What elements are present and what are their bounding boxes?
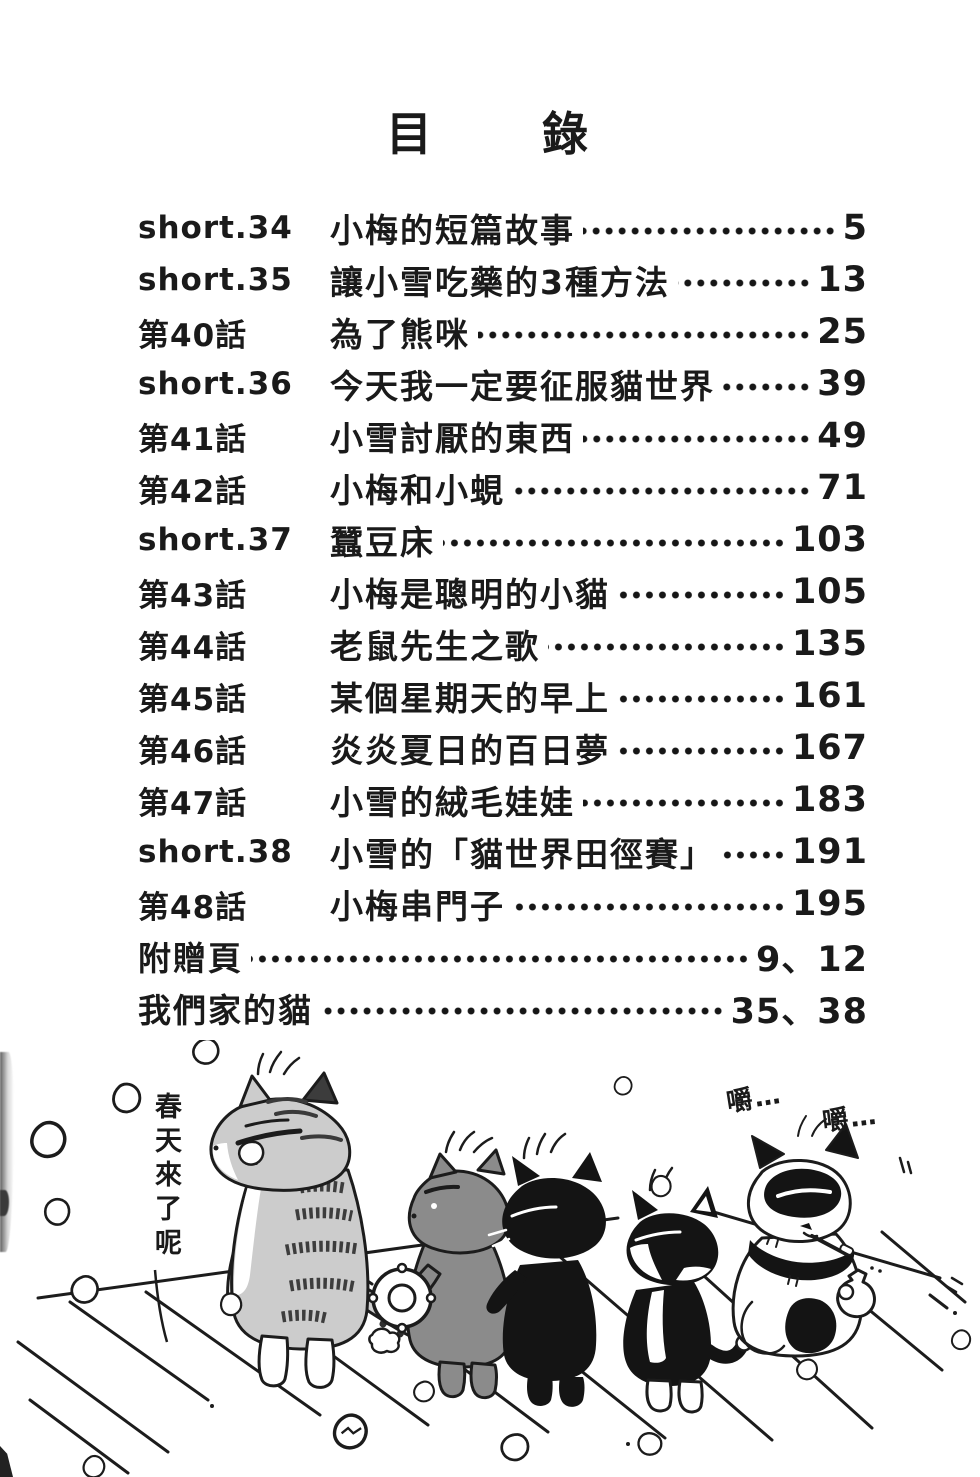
toc-entry-title: 小梅的短篇故事	[330, 211, 575, 250]
toc-entry-title: 小雪討厭的東西	[330, 419, 575, 458]
toc-entry-page-number: 183	[791, 780, 868, 820]
toc-entry: 第47話 小雪的絨毛娃娃 183	[138, 774, 868, 826]
toc-entry-page-number: 135	[791, 624, 868, 664]
toc-entry: short.38 小雪的「貓世界田徑賽」 191	[138, 826, 868, 878]
toc-entry-title: 為了熊咪	[330, 315, 470, 354]
toc-entry: 第44話 老鼠先生之歌 135	[138, 618, 868, 670]
toc-entry-label: short.37	[138, 522, 293, 558]
toc-entry-label: short.35	[138, 262, 293, 298]
toc-entry: 第45話 某個星期天的早上 161	[138, 670, 868, 722]
black-cat	[486, 1132, 606, 1407]
dot-leader	[513, 901, 786, 913]
toc-entry-title: 我們家的貓	[138, 991, 313, 1030]
toc-entry-title: 小梅和小蜆	[330, 471, 505, 510]
toc-entry: 第40話 為了熊咪 25	[138, 306, 868, 358]
toc-entry-page-number: 167	[791, 728, 868, 768]
dot-leader	[443, 537, 786, 549]
toc-entry-page-number: 9、12	[755, 939, 868, 980]
speech-text-spring: 春天來了呢	[150, 1092, 181, 1262]
cats-on-deck-drawing	[16, 1040, 972, 1477]
dot-leader	[251, 953, 750, 965]
dot-leader	[723, 381, 812, 393]
dot-leader	[548, 641, 786, 653]
toc-entry-page-number: 105	[791, 572, 868, 612]
toc-entry-page-number: 191	[791, 832, 868, 872]
toc-entry: 附贈頁 9、12	[138, 930, 868, 982]
toc-entry: 第48話 小梅串門子 195	[138, 878, 868, 930]
toc-entry: 第42話 小梅和小蜆 71	[138, 462, 868, 514]
toc-entry-label: 第46話	[138, 733, 248, 770]
toc-entry: 第41話 小雪討厭的東西 49	[138, 410, 868, 462]
toc-entry-label: 第40話	[138, 317, 248, 354]
toc-entry-label: 第48話	[138, 889, 248, 926]
panda-cat	[731, 1115, 964, 1358]
scan-artifact-blob	[0, 1190, 9, 1216]
speech-dash	[153, 1269, 169, 1343]
dot-leader	[583, 225, 837, 237]
toc-entry-page-number: 71	[817, 468, 868, 508]
toc-entry-page-number: 103	[791, 520, 868, 560]
toc-entry-label: 第45話	[138, 681, 248, 718]
toc-entry-page-number: 35、38	[730, 991, 868, 1032]
toc-entry-label: 第43話	[138, 577, 248, 614]
dot-leader	[677, 277, 812, 289]
dot-leader	[478, 329, 812, 341]
gray-cat	[367, 1130, 513, 1400]
toc-list: short.34 小梅的短篇故事 5 short.35 讓小雪吃藥的3種方法 1…	[138, 202, 868, 1034]
toc-entry-title: 老鼠先生之歌	[330, 627, 540, 666]
toc-entry-label: 第41話	[138, 421, 248, 458]
toc-entry-label: 第44話	[138, 629, 248, 666]
dot-leader	[513, 485, 812, 497]
page-title: 目 錄	[386, 107, 594, 161]
toc-entry: short.37 蠶豆床 103	[138, 514, 868, 566]
toc-entry-label: short.36	[138, 366, 293, 402]
dot-leader	[618, 693, 786, 705]
toc-entry-label: 第42話	[138, 473, 248, 510]
dot-leader	[618, 745, 786, 757]
toc-entry-page-number: 161	[791, 676, 868, 716]
toc-entry-page-number: 195	[791, 884, 868, 924]
dot-leader	[321, 1005, 725, 1017]
toc-entry-label: short.34	[138, 210, 293, 246]
dot-leader	[583, 433, 812, 445]
toc-entry-title: 小梅串門子	[330, 887, 505, 926]
toc-entry-label: short.38	[138, 834, 293, 870]
bottom-illustration: 春天來了呢 嚼… 嚼…	[0, 1040, 980, 1477]
toc-entry-page-number: 5	[842, 208, 868, 248]
toc-entry-title: 炎炎夏日的百日夢	[330, 731, 610, 770]
toc-entry: 我們家的貓 35、38	[138, 982, 868, 1034]
toc-entry: 第43話 小梅是聰明的小貓 105	[138, 566, 868, 618]
toc-entry-title: 附贈頁	[138, 939, 243, 978]
toc-entry-page-number: 13	[817, 260, 868, 300]
toc-entry-page-number: 25	[817, 312, 868, 352]
sakura-petals	[30, 1040, 972, 1477]
toc-entry-title: 今天我一定要征服貓世界	[330, 367, 715, 406]
toc-entry-title: 小雪的絨毛娃娃	[330, 783, 575, 822]
toc-entry: short.36 今天我一定要征服貓世界 39	[138, 358, 868, 410]
toc-entry-title: 某個星期天的早上	[330, 679, 610, 718]
sfx-chew-2: 嚼…	[820, 1100, 880, 1138]
toc-entry-title: 讓小雪吃藥的3種方法	[330, 263, 670, 302]
toc-entry-title: 小梅是聰明的小貓	[330, 575, 610, 614]
dot-leader	[723, 849, 786, 861]
toc-entry-page-number: 49	[817, 416, 868, 456]
dot-leader	[583, 797, 786, 809]
tuxedo-cat	[623, 1166, 753, 1414]
toc-entry: short.35 讓小雪吃藥的3種方法 13	[138, 254, 868, 306]
toc-entry: short.34 小梅的短篇故事 5	[138, 202, 868, 254]
toc-entry-label: 第47話	[138, 785, 248, 822]
dot-leader	[618, 589, 786, 601]
toc-entry-title: 蠶豆床	[330, 523, 435, 562]
toc-entry-title: 小雪的「貓世界田徑賽」	[330, 835, 715, 874]
toc-entry-page-number: 39	[817, 364, 868, 404]
toc-entry: 第46話 炎炎夏日的百日夢 167	[138, 722, 868, 774]
